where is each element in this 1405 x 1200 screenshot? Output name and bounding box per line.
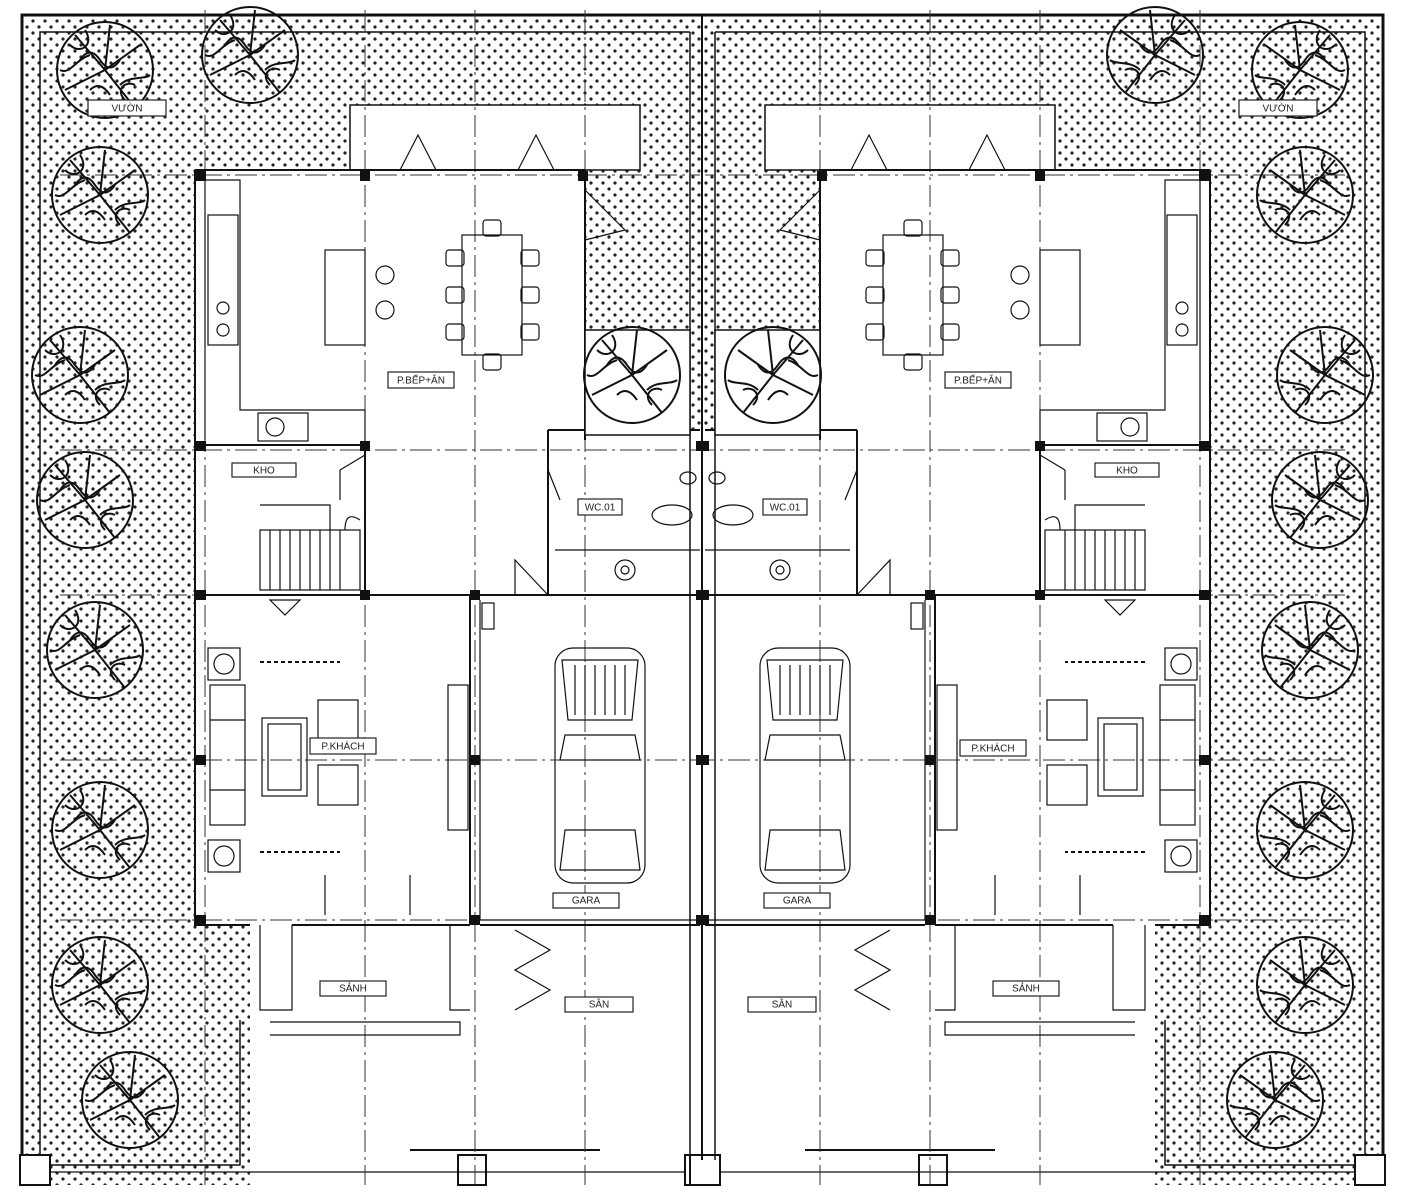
svg-text:SÂN: SÂN <box>772 998 793 1011</box>
svg-text:VƯỜN: VƯỜN <box>1262 102 1293 115</box>
label-yard: SÂN <box>747 996 817 1013</box>
label-wc: WC.01 <box>762 498 808 516</box>
label-living-room: P.KHÁCH <box>959 739 1027 757</box>
svg-text:KHO: KHO <box>253 466 275 477</box>
label-storage: KHO <box>1094 462 1160 478</box>
label-living-room: P.KHÁCH <box>309 737 377 755</box>
label-wc: WC.01 <box>577 498 623 516</box>
label-lobby: SẢNH <box>319 980 387 997</box>
label-kitchen: P.BẾP+ĂN <box>387 371 455 389</box>
left-labels: VƯỜN P.BẾP+ĂN KHO WC.01 P.KHÁCH GARA SẢN… <box>87 99 634 1013</box>
svg-text:VƯỜN: VƯỜN <box>111 102 142 115</box>
svg-text:GARA: GARA <box>572 896 601 907</box>
svg-text:P.BẾP+ĂN: P.BẾP+ĂN <box>954 374 1002 387</box>
label-garage: GARA <box>763 892 831 909</box>
svg-text:WC.01: WC.01 <box>770 503 801 514</box>
label-lobby: SẢNH <box>992 980 1060 997</box>
label-garage: GARA <box>552 892 620 909</box>
label-garden: VƯỜN <box>1238 99 1318 117</box>
svg-text:WC.01: WC.01 <box>585 503 616 514</box>
svg-text:SÂN: SÂN <box>589 998 610 1011</box>
svg-text:SẢNH: SẢNH <box>339 982 367 995</box>
svg-text:P.KHÁCH: P.KHÁCH <box>321 740 364 753</box>
svg-text:P.BẾP+ĂN: P.BẾP+ĂN <box>397 374 445 387</box>
right-labels: VƯỜN P.BẾP+ĂN KHO WC.01 P.KHÁCH GARA SẢN… <box>747 99 1318 1013</box>
svg-text:KHO: KHO <box>1116 466 1138 477</box>
svg-text:GARA: GARA <box>783 896 812 907</box>
label-storage: KHO <box>231 462 297 478</box>
label-yard: SÂN <box>564 996 634 1013</box>
svg-text:P.KHÁCH: P.KHÁCH <box>971 742 1014 755</box>
label-garden: VƯỜN <box>87 99 167 117</box>
svg-text:SẢNH: SẢNH <box>1012 982 1040 995</box>
label-kitchen: P.BẾP+ĂN <box>944 371 1012 389</box>
